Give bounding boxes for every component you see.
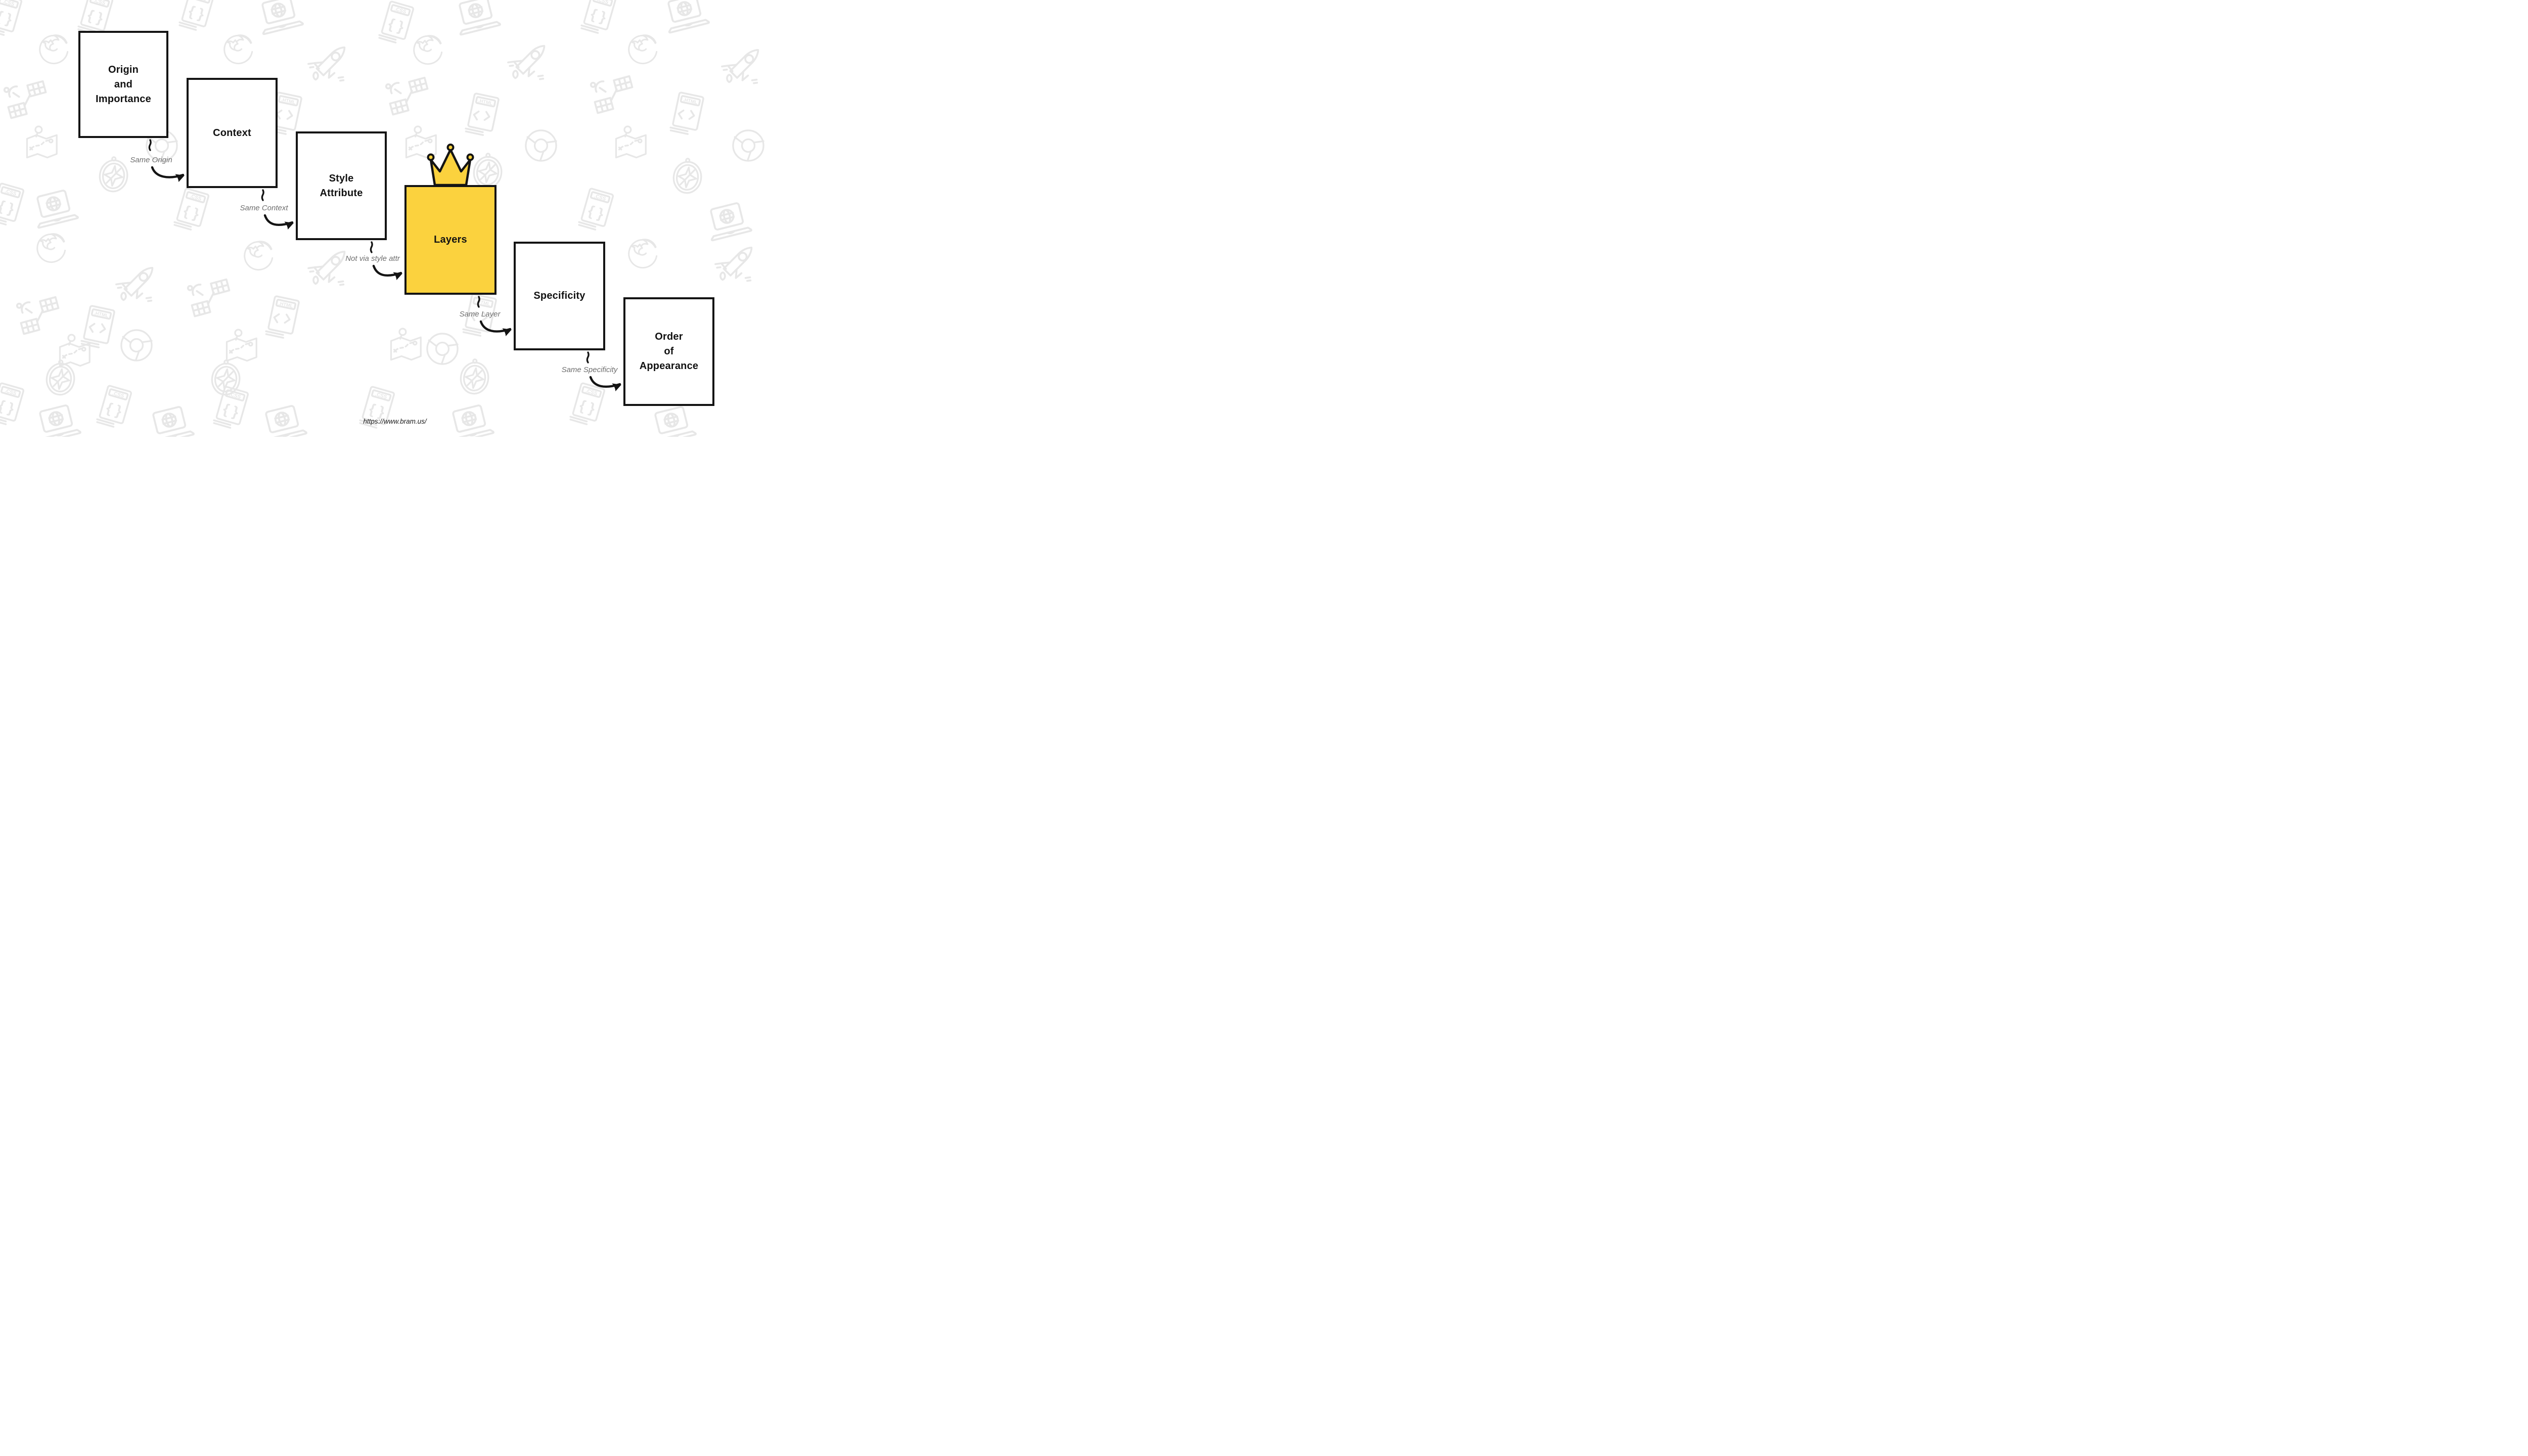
box-style-attribute: Style Attribute xyxy=(296,131,387,240)
connector-4 xyxy=(586,351,621,391)
box-label: Order of Appearance xyxy=(639,331,699,372)
connector-label-same-specificity: Same Specificity xyxy=(561,366,618,374)
box-layers: Layers xyxy=(404,185,496,295)
box-label: Origin and Importance xyxy=(96,64,151,105)
connector-label-same-layer: Same Layer xyxy=(459,310,501,318)
box-label: Context xyxy=(213,127,251,139)
connector-arrows xyxy=(148,139,621,391)
box-specificity: Specificity xyxy=(514,242,605,350)
box-order-of-appearance: Order of Appearance xyxy=(623,297,714,406)
connector-label-same-origin: Same Origin xyxy=(130,156,172,164)
connector-0 xyxy=(148,139,185,182)
connector-label-same-context: Same Context xyxy=(240,204,288,212)
footer-url: https://www.bram.us/ xyxy=(363,418,427,425)
connector-1 xyxy=(261,189,294,230)
css-cascade-diagram: .CSS { } .HTML xyxy=(0,0,777,437)
box-label: Layers xyxy=(434,234,467,245)
connector-3 xyxy=(477,296,512,336)
connector-2 xyxy=(370,241,402,280)
box-label: Style Attribute xyxy=(320,172,363,199)
box-label: Specificity xyxy=(533,290,585,301)
box-context: Context xyxy=(187,78,278,188)
crown-icon xyxy=(427,144,474,187)
connector-label-not-via-style-attr: Not via style attr xyxy=(345,254,400,263)
box-origin-and-importance: Origin and Importance xyxy=(78,31,168,138)
